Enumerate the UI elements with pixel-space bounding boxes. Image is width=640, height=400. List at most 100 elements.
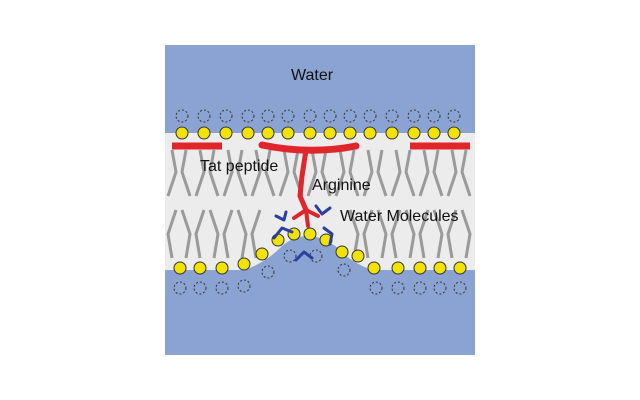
- lipid-tail: [446, 149, 458, 197]
- displaced-headgroup-icon: [173, 281, 187, 295]
- lipid-tail: [418, 209, 430, 259]
- displaced-headgroups: [173, 109, 467, 295]
- water-molecule-icon: [274, 210, 288, 222]
- headgroup-icon: [367, 261, 381, 275]
- water-molecule-icon: [272, 226, 294, 240]
- headgroup-icon: [447, 126, 461, 140]
- lipid-tail: [432, 149, 444, 197]
- lipid-tail: [222, 209, 234, 259]
- lipid-tail: [390, 149, 402, 197]
- displaced-headgroup-icon: [309, 249, 323, 263]
- water-molecules-label: Water Molecules: [340, 208, 459, 225]
- lipid-tail: [460, 149, 472, 197]
- lipid-headgroups: [173, 126, 467, 275]
- tat-peptide-label: Tat peptide: [200, 158, 278, 175]
- displaced-headgroup-icon: [241, 109, 255, 123]
- water-label: Water: [291, 67, 334, 84]
- displaced-headgroup-icon: [413, 281, 427, 295]
- lipid-tail: [194, 209, 206, 259]
- headgroup-icon: [271, 233, 285, 247]
- displaced-headgroup-icon: [433, 281, 447, 295]
- headgroup-icon: [453, 261, 467, 275]
- displaced-headgroup-icon: [391, 281, 405, 295]
- headgroup-icon: [433, 261, 447, 275]
- displaced-headgroup-icon: [283, 249, 297, 263]
- headgroup-icon: [175, 126, 189, 140]
- lipid-tail: [250, 149, 262, 197]
- headgroup-icon: [197, 126, 211, 140]
- headgroup-icon: [427, 126, 441, 140]
- lipid-tail: [250, 209, 262, 259]
- lipid-tail: [390, 209, 402, 259]
- lipid-tail: [418, 149, 430, 197]
- displaced-headgroup-icon: [261, 109, 275, 123]
- arginine-branch-left: [292, 208, 308, 220]
- lipid-tail: [166, 209, 178, 259]
- lipid-tails: [166, 149, 472, 259]
- water-molecule-icon: [322, 226, 334, 246]
- displaced-headgroup-icon: [175, 109, 189, 123]
- headgroup-icon: [261, 126, 275, 140]
- headgroup-icon: [219, 126, 233, 140]
- lipid-tail: [180, 209, 192, 259]
- lipid-tail: [376, 209, 388, 259]
- displaced-headgroup-icon: [281, 109, 295, 123]
- headgroup-icon: [351, 249, 365, 263]
- displaced-headgroup-icon: [363, 109, 377, 123]
- headgroup-icon: [343, 126, 357, 140]
- displaced-headgroup-icon: [261, 265, 275, 279]
- headgroup-icon: [407, 126, 421, 140]
- headgroup-icon: [413, 261, 427, 275]
- lipid-tail: [180, 149, 192, 197]
- lipid-tail: [362, 149, 374, 197]
- headgroup-icon: [391, 261, 405, 275]
- displaced-headgroup-icon: [219, 109, 233, 123]
- lipid-tail: [264, 149, 276, 197]
- lipid-tail: [236, 209, 248, 259]
- displaced-headgroup-icon: [237, 279, 251, 293]
- headgroup-icon: [241, 126, 255, 140]
- water-molecules: [272, 204, 334, 262]
- displaced-headgroup-icon: [323, 109, 337, 123]
- displaced-headgroup-icon: [215, 281, 229, 295]
- lipid-tail: [208, 209, 220, 259]
- water-molecule-icon: [294, 250, 314, 262]
- displaced-headgroup-icon: [303, 109, 317, 123]
- displaced-headgroup-icon: [453, 281, 467, 295]
- water-molecule-icon: [314, 204, 332, 216]
- lipid-tail: [236, 149, 248, 197]
- lipid-tail: [194, 149, 206, 197]
- displaced-headgroup-icon: [337, 263, 351, 277]
- displaced-headgroup-icon: [447, 109, 461, 123]
- lipid-tail: [208, 149, 220, 197]
- headgroup-icon: [173, 261, 187, 275]
- displaced-headgroup-icon: [407, 109, 421, 123]
- displaced-headgroup-icon: [197, 109, 211, 123]
- headgroup-icon: [303, 227, 317, 241]
- arginine-label: Arginine: [312, 177, 371, 194]
- arginine-branch-down: [304, 208, 310, 228]
- lipid-tail: [460, 209, 472, 259]
- lipid-tail: [404, 209, 416, 259]
- headgroup-icon: [335, 245, 349, 259]
- lipid-tail: [404, 149, 416, 197]
- headgroup-icon: [215, 261, 229, 275]
- displaced-headgroup-icon: [343, 109, 357, 123]
- headgroup-icon: [237, 257, 251, 271]
- displaced-headgroup-icon: [385, 109, 399, 123]
- lipid-tail: [432, 209, 444, 259]
- displaced-headgroup-icon: [369, 281, 383, 295]
- lipid-tail: [362, 209, 374, 259]
- lipid-tail: [348, 149, 360, 197]
- arginine-side-chain: [297, 147, 309, 213]
- lipid-tail: [306, 149, 318, 197]
- peptide-segment-center: [258, 141, 360, 154]
- headgroup-icon: [255, 247, 269, 261]
- tat-peptide: [172, 141, 470, 228]
- headgroup-icon: [363, 126, 377, 140]
- headgroup-icon: [303, 126, 317, 140]
- headgroup-icon: [281, 126, 295, 140]
- headgroup-icon: [323, 126, 337, 140]
- lipid-tail: [320, 149, 332, 197]
